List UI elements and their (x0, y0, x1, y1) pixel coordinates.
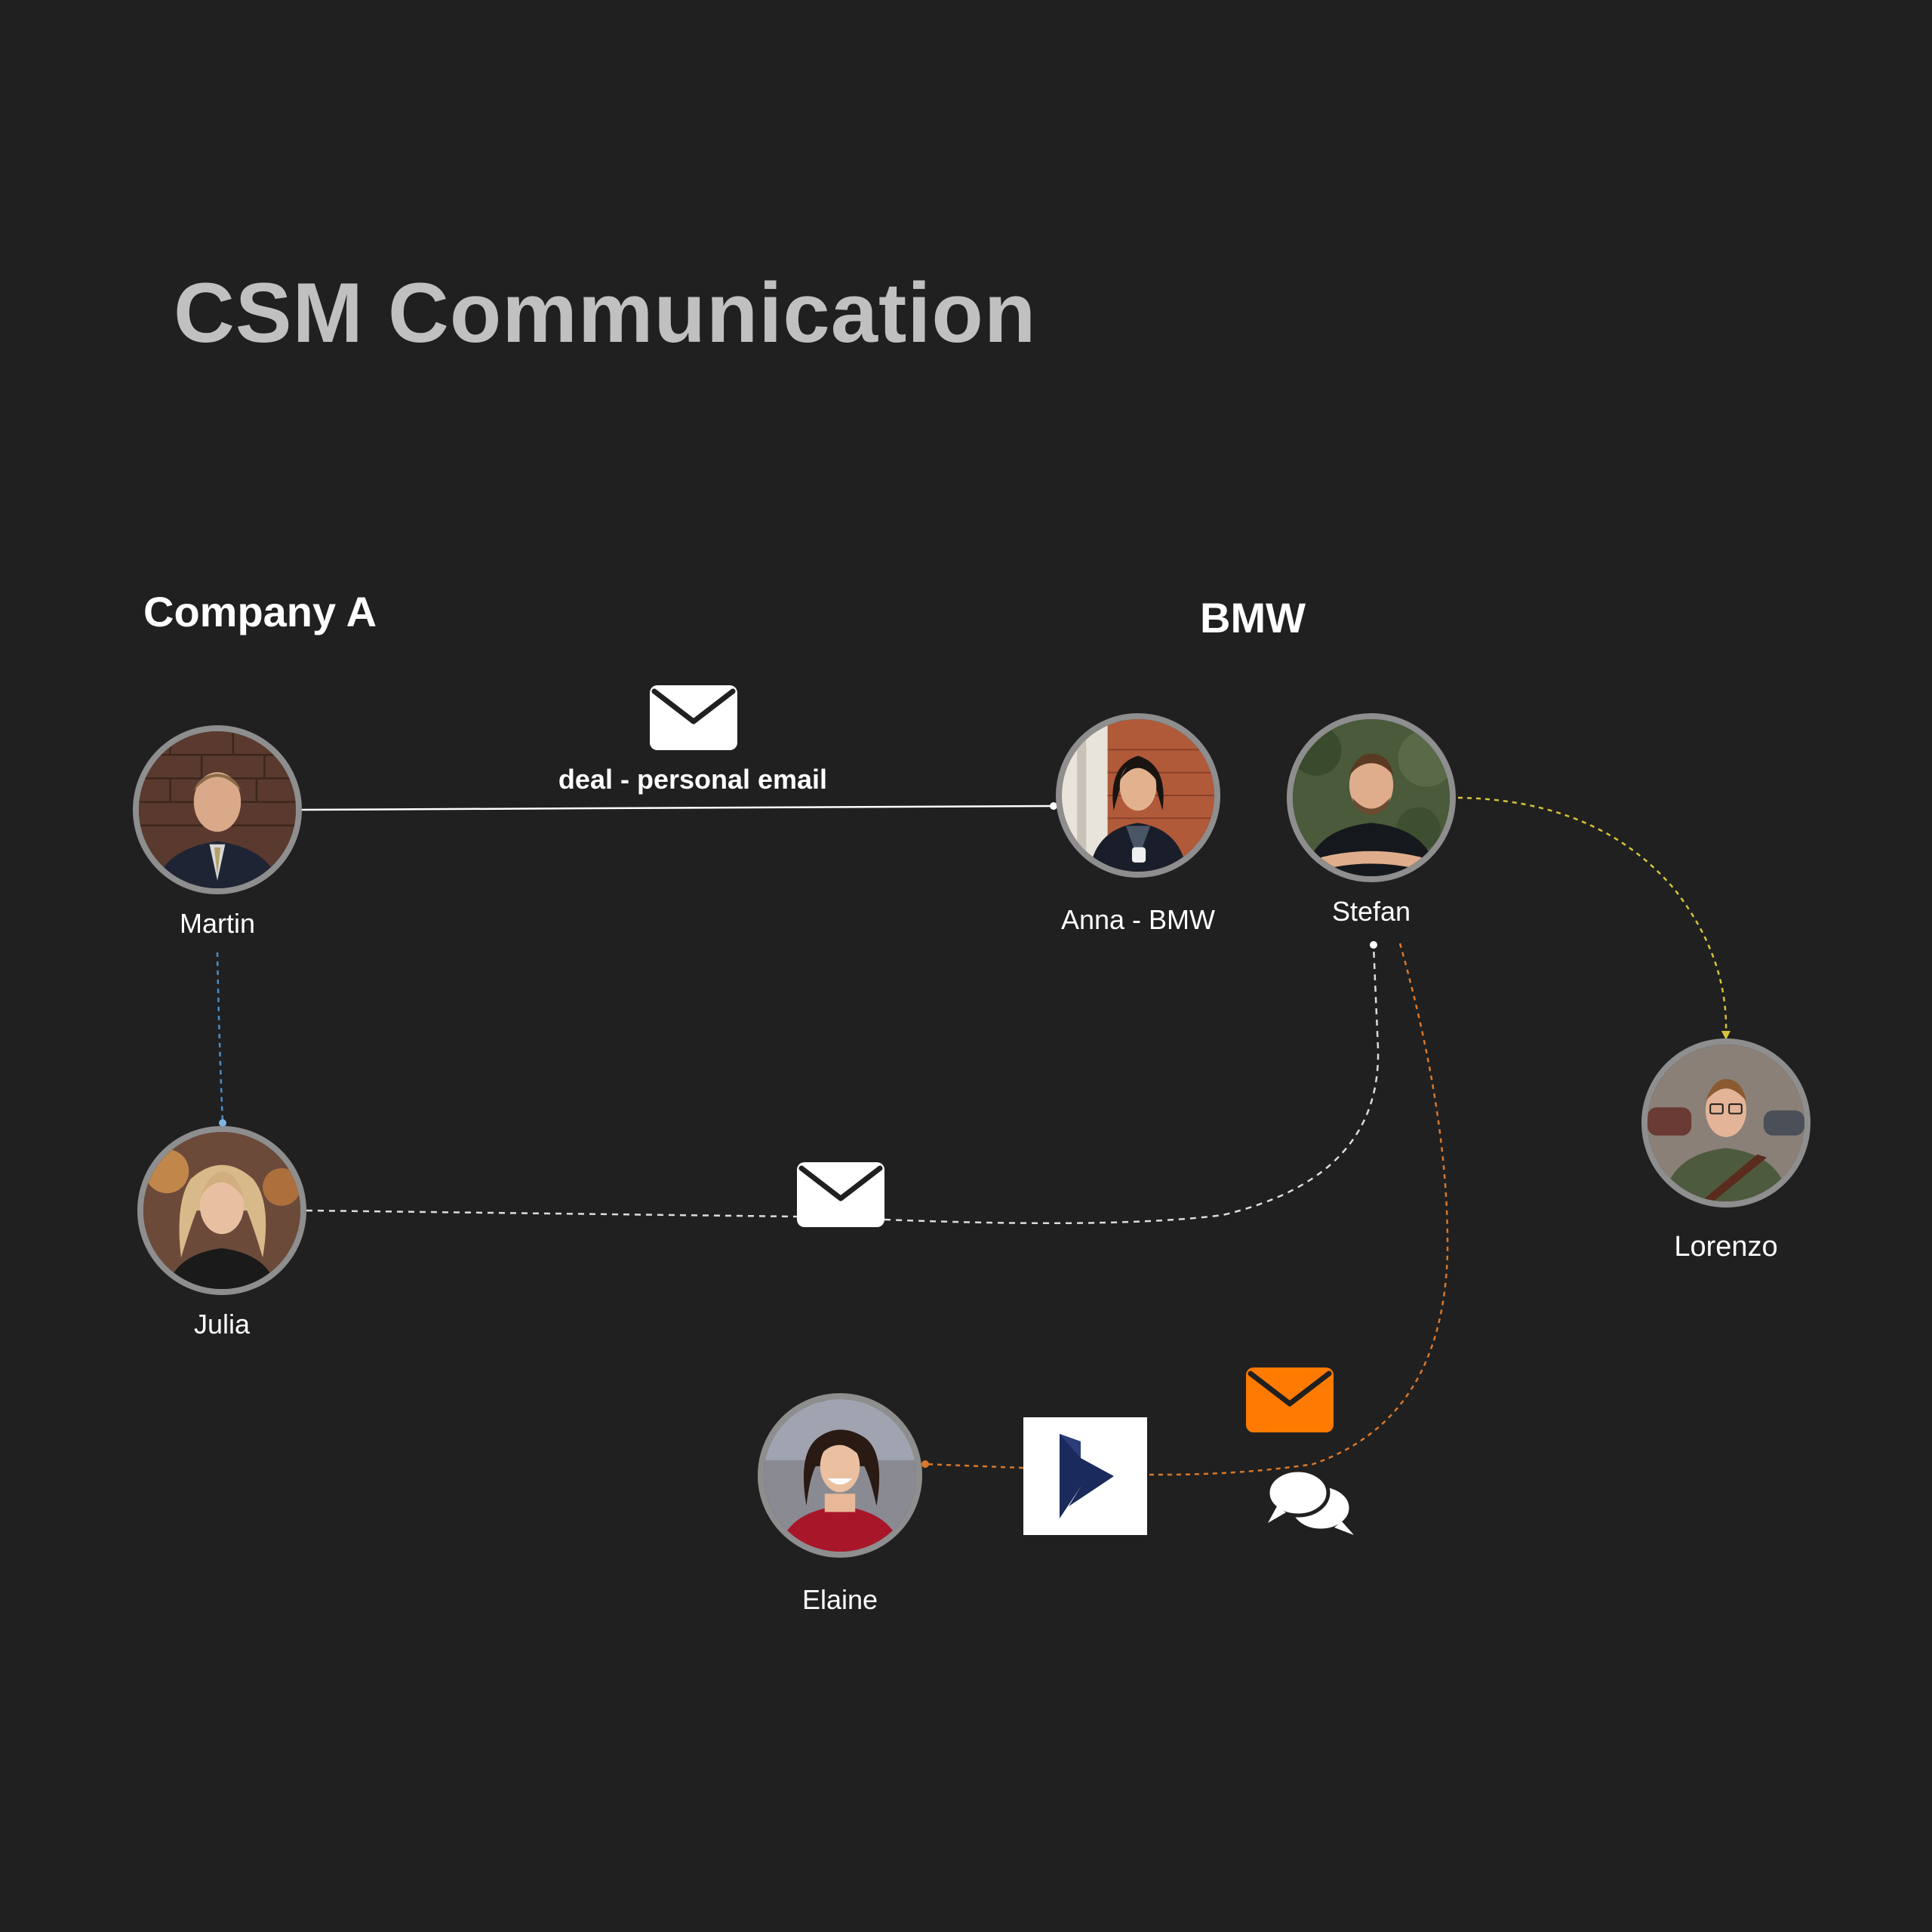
avatar-stefan-photo (1293, 719, 1450, 876)
person-name-elaine: Elaine (802, 1584, 878, 1616)
avatar-anna[interactable] (1056, 713, 1220, 878)
link-martin-julia (217, 952, 223, 1123)
person-lorenzo[interactable]: Lorenzo (1641, 1038, 1810, 1208)
person-stefan[interactable]: Stefan (1287, 713, 1456, 882)
group-label-company-a: Company A (143, 587, 377, 636)
person-name-stefan: Stefan (1332, 896, 1411, 928)
envelope-icon[interactable] (797, 1162, 884, 1227)
avatar-anna-photo (1062, 719, 1214, 872)
link-martin-anna (300, 806, 1054, 810)
person-elaine[interactable]: Elaine (758, 1393, 922, 1558)
avatar-stefan[interactable] (1287, 713, 1456, 882)
avatar-martin-photo (139, 731, 296, 888)
link-stefan-elaine-endpoint (921, 1460, 929, 1468)
person-name-lorenzo: Lorenzo (1674, 1231, 1777, 1263)
avatar-julia-photo (143, 1132, 300, 1289)
avatar-julia[interactable] (137, 1126, 306, 1295)
person-name-martin: Martin (180, 908, 255, 940)
avatar-martin[interactable] (133, 725, 302, 894)
chat-bubbles-icon[interactable] (1266, 1467, 1355, 1537)
person-name-julia: Julia (194, 1309, 250, 1340)
person-martin[interactable]: Martin (133, 725, 302, 894)
avatar-elaine[interactable] (758, 1393, 922, 1558)
avatar-lorenzo-photo (1647, 1044, 1804, 1201)
person-name-anna: Anna - BMW (1061, 904, 1215, 936)
person-anna[interactable]: Anna - BMW (1056, 713, 1220, 878)
avatar-elaine-photo (764, 1399, 916, 1552)
avatar-lorenzo[interactable] (1641, 1038, 1810, 1208)
envelope-icon[interactable] (650, 685, 737, 750)
person-julia[interactable]: Julia (137, 1126, 306, 1295)
group-label-bmw: BMW (1200, 593, 1306, 642)
link-julia-stefan-endpoint (1370, 941, 1377, 949)
dynamics-logo-icon[interactable] (1023, 1417, 1147, 1535)
page-title: CSM Communication (174, 264, 1036, 361)
link-stefan-elaine (925, 943, 1447, 1475)
link-martin-anna-label: deal - personal email (558, 764, 827, 795)
link-stefan-lorenzo (1458, 798, 1726, 1034)
envelope-icon-orange[interactable] (1246, 1367, 1334, 1432)
